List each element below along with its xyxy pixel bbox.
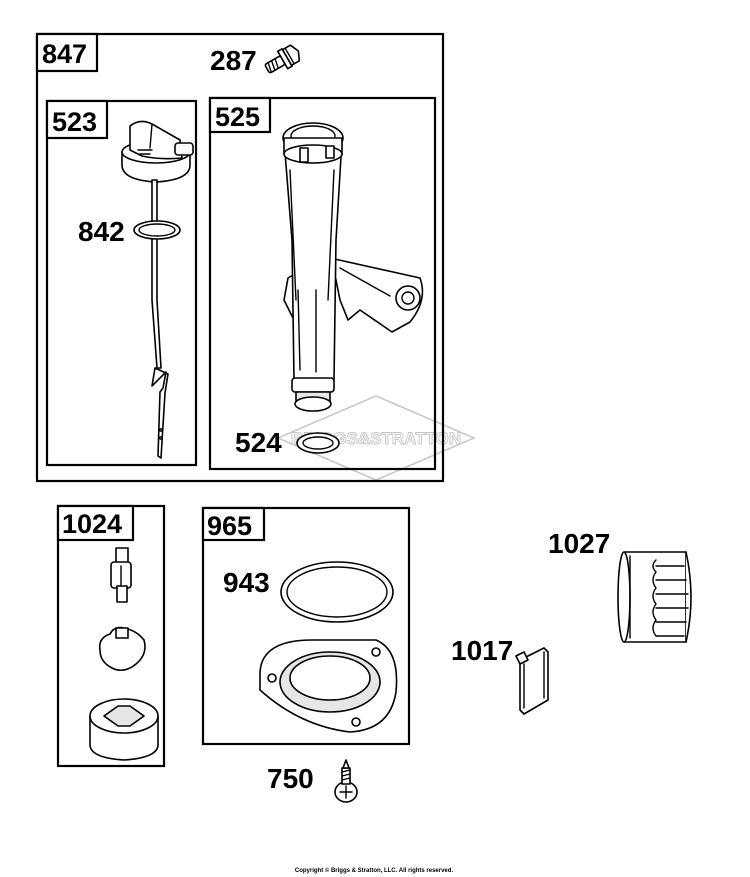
dipstick-tube-drawing[interactable] xyxy=(282,122,424,412)
assembly-box-1024: 1024 xyxy=(56,504,166,768)
part-750-screw[interactable]: 750 xyxy=(267,759,358,803)
part-label-287: 287 xyxy=(210,45,257,76)
part-label-750: 750 xyxy=(267,763,314,794)
part-524-o-ring[interactable]: 524 xyxy=(235,427,340,458)
dipstick-drawing[interactable] xyxy=(121,120,194,459)
assembly-box-523: 523 xyxy=(45,99,198,467)
assembly-tag-525: 525 xyxy=(215,102,260,132)
part-287-screw[interactable]: 287 xyxy=(210,42,303,77)
copyright-text: Copyright © Briggs & Stratton, LLC. All … xyxy=(295,867,454,874)
part-842-o-ring[interactable]: 842 xyxy=(78,216,181,247)
part-label-1017: 1017 xyxy=(451,635,513,666)
part-1017-clip[interactable]: 1017 xyxy=(451,635,549,715)
part-943-ring[interactable]: 943 xyxy=(223,561,394,623)
part-label-1027: 1027 xyxy=(548,528,610,559)
part-label-943: 943 xyxy=(223,567,270,598)
oil-pump-drawing[interactable] xyxy=(89,547,159,761)
part-label-842: 842 xyxy=(78,216,125,247)
assembly-tag-523: 523 xyxy=(52,107,97,137)
assembly-box-965: 965 xyxy=(201,506,411,746)
assembly-tag-965: 965 xyxy=(207,511,252,541)
assembly-tag-1024: 1024 xyxy=(62,509,122,539)
assembly-box-847: 847 xyxy=(35,32,445,483)
part-label-524: 524 xyxy=(235,427,282,458)
assembly-tag-847: 847 xyxy=(42,39,87,69)
filter-adapter-plate[interactable] xyxy=(259,639,398,733)
part-1027-oil-filter[interactable]: 1027 xyxy=(548,528,692,643)
assembly-box-525: 525 xyxy=(208,96,437,471)
